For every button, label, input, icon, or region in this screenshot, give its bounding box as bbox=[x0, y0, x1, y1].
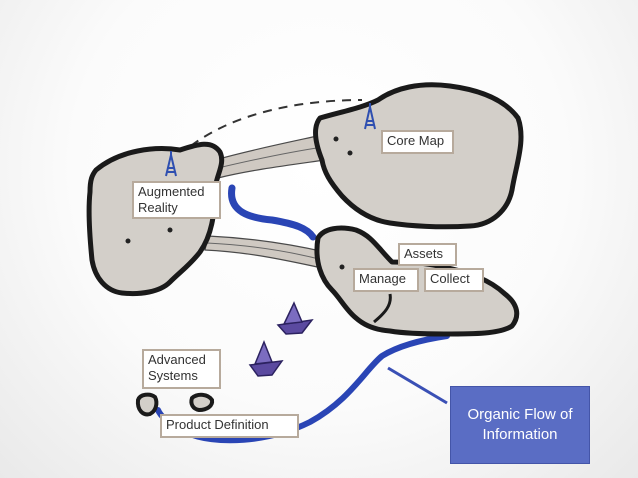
island-advanced-systems bbox=[135, 392, 159, 417]
label-manage: Manage bbox=[353, 268, 419, 292]
island-core-map bbox=[313, 82, 524, 230]
label-advanced-systems: Advanced Systems bbox=[142, 349, 221, 389]
callout-pointer-line bbox=[387, 366, 448, 405]
label-core-map: Core Map bbox=[381, 130, 454, 154]
callout-organic-flow: Organic Flow of Information bbox=[450, 386, 590, 464]
label-assets: Assets bbox=[398, 243, 457, 266]
bridge-core-to-augmented bbox=[214, 134, 326, 179]
bridge-augmented-to-assets bbox=[204, 235, 326, 269]
label-augmented-reality: Augmented Reality bbox=[132, 181, 221, 219]
label-collect: Collect bbox=[424, 268, 484, 292]
island-product-definition bbox=[189, 392, 215, 413]
paper-boat-icon bbox=[248, 301, 314, 377]
radio-tower-icon bbox=[165, 103, 376, 177]
callout-text: Organic Flow of Information bbox=[467, 406, 573, 443]
island-divider-line bbox=[373, 293, 392, 324]
island-dots bbox=[125, 136, 353, 270]
river-upper bbox=[228, 184, 317, 241]
label-product-definition: Product Definition bbox=[160, 414, 299, 438]
